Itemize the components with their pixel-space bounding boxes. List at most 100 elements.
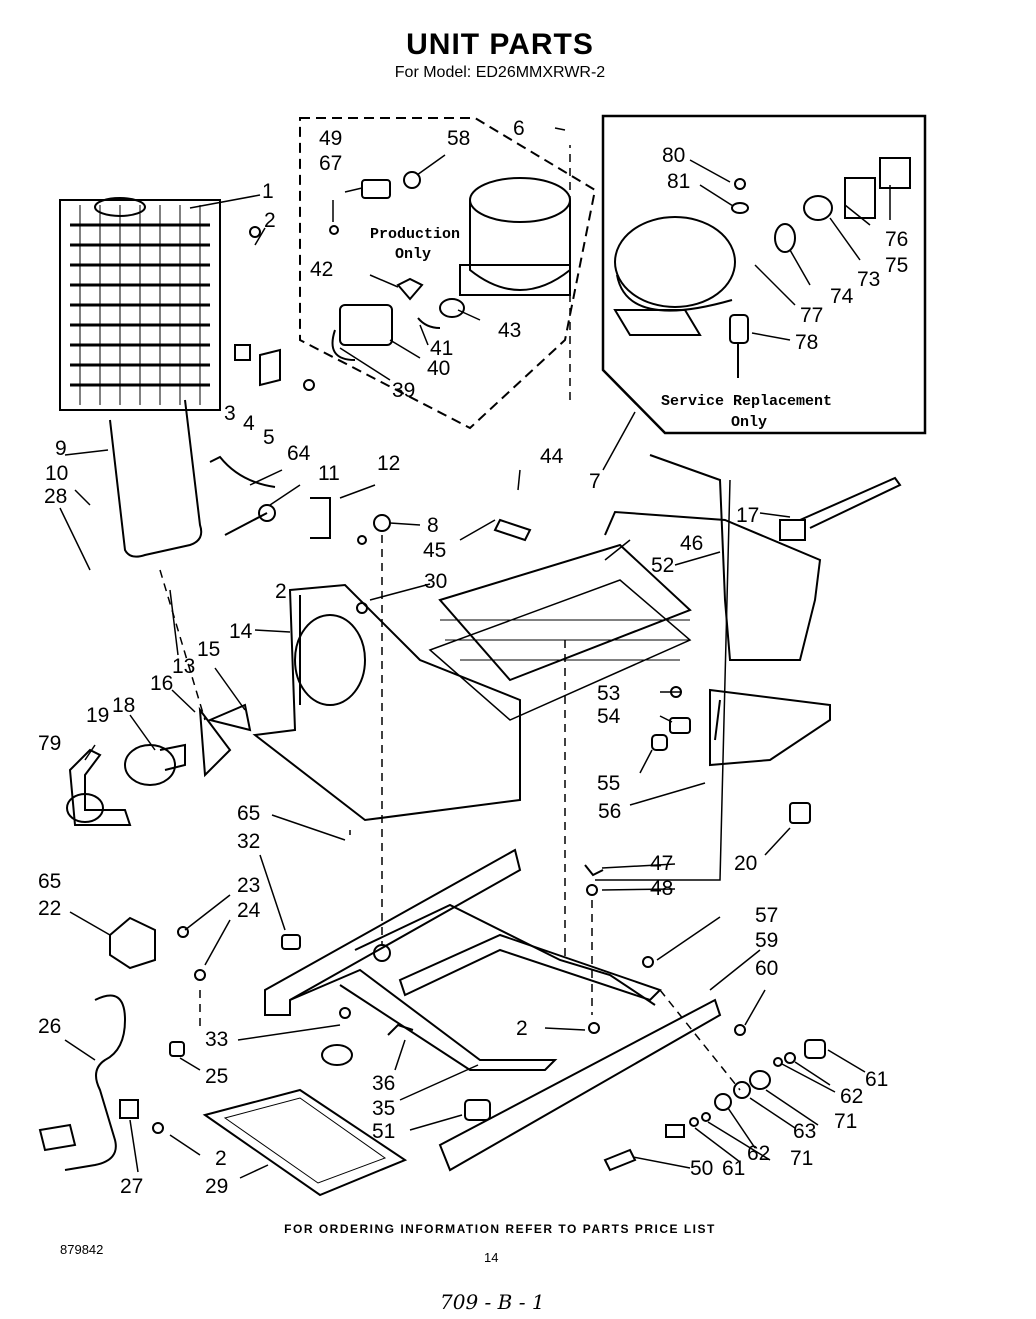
callout-14: 14 <box>229 620 253 643</box>
production-label-2: Only <box>395 246 431 263</box>
callout-20: 20 <box>734 852 757 875</box>
production-only-box <box>300 118 595 428</box>
callout-3: 3 <box>224 402 236 425</box>
model-subtitle: For Model: ED26MMXRWR-2 <box>394 64 606 81</box>
callout-6: 6 <box>513 117 525 140</box>
evaporator-coil <box>430 520 690 720</box>
callout-1: 1 <box>262 180 274 203</box>
drain-trough <box>710 690 830 765</box>
service-replacement-box <box>603 116 925 433</box>
callout-2-b: 2 <box>275 580 287 603</box>
production-label: Production <box>370 226 460 243</box>
service-label: Service Replacement <box>661 393 832 410</box>
callout-13: 13 <box>172 655 195 678</box>
callout-36: 36 <box>372 1072 395 1095</box>
callout-10: 10 <box>45 462 68 485</box>
callout-2-d: 2 <box>215 1147 227 1170</box>
callout-33: 33 <box>205 1028 228 1051</box>
compressor-service <box>615 217 735 335</box>
callout-60: 60 <box>755 957 778 980</box>
callout-16: 16 <box>150 672 173 695</box>
tie-strap <box>780 478 900 540</box>
callout-29: 29 <box>205 1175 228 1198</box>
callout-65-b: 65 <box>38 870 61 893</box>
base-frame <box>265 850 720 1170</box>
power-cord <box>40 927 205 1170</box>
callout-46: 46 <box>680 532 703 555</box>
callout-45: 45 <box>423 539 446 562</box>
callout-2: 2 <box>264 209 276 232</box>
callout-15: 15 <box>197 638 220 661</box>
callout-41: 41 <box>430 337 453 360</box>
fan-shroud <box>255 585 520 820</box>
drain-tube <box>210 457 275 487</box>
callout-71-b: 71 <box>790 1147 813 1170</box>
defrost-heater <box>110 400 201 557</box>
condenser-coil <box>60 198 220 410</box>
callout-78: 78 <box>795 331 818 354</box>
callout-67: 67 <box>319 152 342 175</box>
callout-7: 7 <box>589 470 601 493</box>
handwritten-note: 709 - B - 1 <box>440 1290 545 1314</box>
callout-9: 9 <box>55 437 67 460</box>
callout-17: 17 <box>736 504 759 527</box>
callout-61-b: 61 <box>722 1157 745 1180</box>
callout-63: 63 <box>793 1120 816 1143</box>
callout-42: 42 <box>310 258 333 281</box>
callout-30: 30 <box>424 570 447 593</box>
callout-40: 40 <box>427 357 450 380</box>
callout-23: 23 <box>237 874 260 897</box>
page-number: 14 <box>484 1250 499 1265</box>
callout-35: 35 <box>372 1097 395 1120</box>
fittings <box>652 687 810 823</box>
page-title: UNIT PARTS <box>406 28 594 61</box>
ordering-note: FOR ORDERING INFORMATION REFER TO PARTS … <box>284 1222 716 1236</box>
callout-24: 24 <box>237 899 261 922</box>
center-brackets <box>225 498 390 613</box>
service-label-2: Only <box>731 414 767 431</box>
callout-75: 75 <box>885 254 908 277</box>
callout-48: 48 <box>650 877 673 900</box>
callout-64: 64 <box>287 442 311 465</box>
terminal-shield <box>110 918 155 968</box>
callout-32: 32 <box>237 830 260 853</box>
callout-19: 19 <box>86 704 109 727</box>
production-small-parts <box>330 172 464 360</box>
callout-53: 53 <box>597 682 620 705</box>
callout-43: 43 <box>498 319 521 342</box>
callout-4: 4 <box>243 412 255 435</box>
callout-59: 59 <box>755 929 778 952</box>
callout-81: 81 <box>667 170 690 193</box>
callout-numbers: 1 2 3 4 5 6 7 8 9 10 11 12 13 14 15 16 1… <box>38 117 908 1198</box>
leader-lines <box>60 128 890 1178</box>
callout-27: 27 <box>120 1175 143 1198</box>
callout-61-a: 61 <box>865 1068 888 1091</box>
callout-76: 76 <box>885 228 908 251</box>
refrigerant-tubing <box>605 455 820 660</box>
callout-73: 73 <box>857 268 880 291</box>
service-small-parts <box>730 158 910 378</box>
callout-62-b: 62 <box>747 1142 770 1165</box>
callout-79: 79 <box>38 732 61 755</box>
left-brackets <box>235 227 314 390</box>
callout-22: 22 <box>38 897 61 920</box>
callout-18: 18 <box>112 694 135 717</box>
callout-77: 77 <box>800 304 823 327</box>
callout-12: 12 <box>377 452 400 475</box>
callout-25: 25 <box>205 1065 228 1088</box>
valve-parts <box>605 1040 825 1170</box>
callout-80: 80 <box>662 144 685 167</box>
compressor-production <box>460 178 570 295</box>
callout-74: 74 <box>830 285 854 308</box>
callout-44: 44 <box>540 445 564 468</box>
callout-8: 8 <box>427 514 439 537</box>
callout-71-a: 71 <box>834 1110 857 1133</box>
alignment-lines <box>160 145 740 1090</box>
callout-26: 26 <box>38 1015 61 1038</box>
callout-2-c: 2 <box>516 1017 528 1040</box>
callout-62-a: 62 <box>840 1085 863 1108</box>
callout-58: 58 <box>447 127 470 150</box>
callout-28: 28 <box>44 485 67 508</box>
